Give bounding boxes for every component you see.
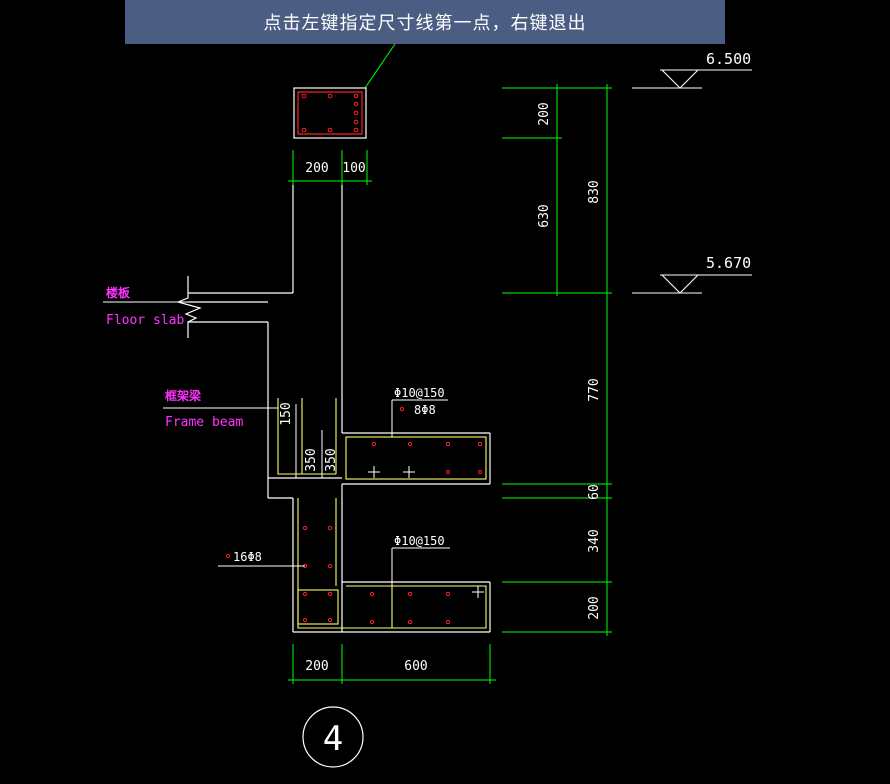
label-frame-beam-en: Frame beam <box>165 415 243 430</box>
rebar-dots <box>225 406 483 625</box>
stirrup-lines <box>277 398 487 629</box>
label-floor-slab-en: Floor slab <box>106 313 184 328</box>
elevation-marker-top <box>632 69 752 89</box>
wall-outline <box>176 185 491 633</box>
dim-right-200: 200 <box>537 102 552 125</box>
dim-top-100: 100 <box>342 161 365 176</box>
elevation-top-label: 6.500 <box>706 50 751 68</box>
right-dimension-chain <box>502 84 612 636</box>
dim-right-830: 830 <box>587 180 602 203</box>
prompt-leader-line <box>364 43 396 89</box>
label-leaders <box>103 301 450 586</box>
dim-top-200: 200 <box>305 161 328 176</box>
inner-height-dimensions <box>295 404 323 478</box>
dim-bottom-200: 200 <box>305 659 328 674</box>
command-prompt-text: 点击左键指定尺寸线第一点，右键退出 <box>263 13 587 34</box>
dim-right-770: 770 <box>587 378 602 401</box>
top-width-dimension <box>288 150 372 185</box>
detail-number: 4 <box>323 719 343 759</box>
dim-inner-350b: 350 <box>324 448 339 471</box>
label-lower-stirrup: Φ10@150 <box>394 534 445 548</box>
bottom-width-dimension <box>288 644 496 684</box>
crosshair-markers <box>368 466 484 598</box>
elevation-marker-mid <box>632 274 752 294</box>
label-floor-slab-cn: 楼板 <box>106 285 131 300</box>
top-section-detail <box>293 87 367 139</box>
dim-right-630: 630 <box>537 204 552 227</box>
elevation-mid-label: 5.670 <box>706 254 751 272</box>
label-frame-beam-cn: 框架梁 <box>165 388 201 403</box>
dim-bottom-600: 600 <box>404 659 427 674</box>
label-upper-main-rebar: 8Φ8 <box>414 403 436 417</box>
dim-right-60: 60 <box>587 484 602 500</box>
dim-inner-350a: 350 <box>304 448 319 471</box>
label-upper-stirrup: Φ10@150 <box>394 386 445 400</box>
dim-inner-150: 150 <box>279 402 294 425</box>
dim-right-340: 340 <box>587 529 602 552</box>
detail-number-circle <box>302 706 364 768</box>
command-prompt-bar: 点击左键指定尺寸线第一点，右键退出 <box>125 0 725 44</box>
dim-right-200b: 200 <box>587 596 602 619</box>
label-column-main-rebar: 16Φ8 <box>233 550 262 564</box>
